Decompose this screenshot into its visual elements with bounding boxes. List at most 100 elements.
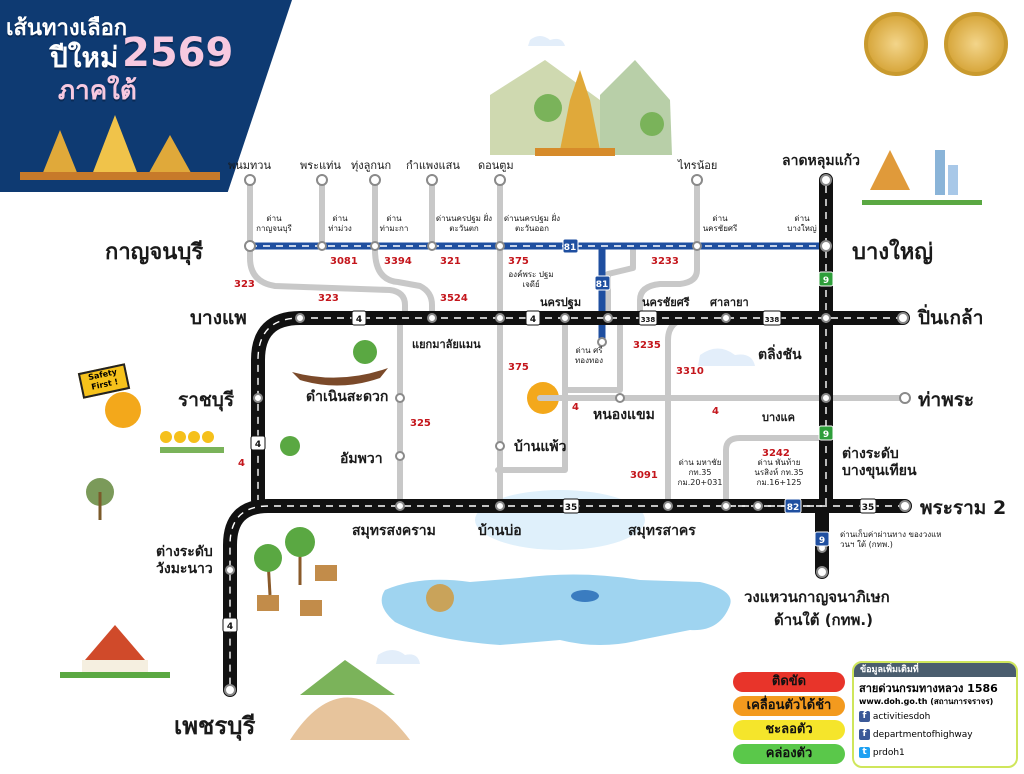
route-3394: 3394 <box>384 256 412 267</box>
shield-81-branch: 81 <box>594 275 611 291</box>
toll-nakhon-pathom-west: ด่านนครปฐม ฝั่งตะวันตก <box>435 214 493 233</box>
info-box: ข้อมูลเพิ่มเติมที่ สายด่วนกรมทางหลวง 158… <box>852 661 1018 768</box>
shield-35-a: 35 <box>562 498 580 514</box>
toll-ring-south: ด่านเก็บค่าผ่านทาง ของวงแหวนฯ ใต้ (กทพ.) <box>840 530 942 549</box>
label-tha-phra: ท่าพระ <box>918 389 975 411</box>
route-375-b: 375 <box>508 362 529 373</box>
label-rama2: พระราม 2 <box>920 497 1007 519</box>
route-375-a: 375 <box>508 256 529 267</box>
label-bang-phae: บางแพ <box>190 307 247 329</box>
label-bang-yai: บางใหญ่ <box>852 240 934 265</box>
svg-text:4: 4 <box>255 440 261 450</box>
svg-text:4: 4 <box>227 622 233 632</box>
label-kamphaeng-saen: กำแพงแสน <box>406 159 460 172</box>
label-kanchanaburi: กาญจนบุรี <box>105 240 204 265</box>
svg-text:4: 4 <box>530 315 536 325</box>
label-don-tum: ดอนตูม <box>478 159 514 172</box>
info-facebook-1[interactable]: f activitiesdoh <box>859 711 930 722</box>
label-bang-khae: บางแค <box>762 411 795 424</box>
shield-35-b: 35 <box>859 498 877 514</box>
shield-9-a: 9 <box>818 271 834 287</box>
label-ban-phaeo: บ้านแพ้ว <box>514 439 567 455</box>
legend-slowing: ชะลอตัว <box>733 720 845 740</box>
svg-text:338: 338 <box>765 316 780 324</box>
info-twitter[interactable]: t prdoh1 <box>859 747 905 758</box>
shield-9-c: 9 <box>814 531 830 547</box>
shield-4-d: 4 <box>222 617 238 633</box>
route-325: 325 <box>410 418 431 429</box>
label-ring-road: วงแหวนกาญจนาภิเษก <box>744 588 890 606</box>
route-3081: 3081 <box>330 256 358 267</box>
route-3524: 3524 <box>440 293 468 304</box>
facebook-icon: f <box>859 729 870 740</box>
svg-text:9: 9 <box>823 276 829 286</box>
label-pagoda: องค์พระ ปฐมเจดีย์ <box>508 270 554 289</box>
info-website[interactable]: www.doh.go.th (สถานการจราจร) <box>859 697 994 706</box>
shield-338-a: 338 <box>638 310 658 326</box>
shield-81-top-text: 81 <box>564 243 577 253</box>
label-phetchaburi: เพชรบุรี <box>174 712 256 740</box>
svg-text:9: 9 <box>819 536 825 546</box>
label-bang-khun-thian: ต่างระดับ บางขุนเทียน <box>842 446 917 479</box>
minor-roads <box>247 177 908 511</box>
temple-illustration <box>20 110 220 180</box>
banner-year: 2569 <box>122 30 234 76</box>
toll-nakhon-pathom-east: ด่านนครปฐม ฝั่งตะวันออก <box>503 214 561 233</box>
route-323-a: 323 <box>234 279 255 290</box>
banner-line1: เส้นทางเลือก <box>6 16 128 41</box>
toll-bang-yai: ด่าน บางใหญ่ <box>787 214 817 233</box>
toll-kanchanaburi: ด่าน กาญจนบุรี <box>256 214 292 233</box>
label-sai-noi: ไทรน้อย <box>678 159 718 172</box>
scenery <box>60 36 982 740</box>
label-lat-lum-kaeo: ลาดหลุมแก้ว <box>782 153 860 169</box>
info-title: ข้อมูลเพิ่มเติมที่ <box>854 663 1016 677</box>
svg-text:35: 35 <box>565 503 578 513</box>
label-ring-south: ด้านใต้ (กทพ.) <box>774 611 873 629</box>
legend-slow-moving: เคลื่อนตัวได้ช้า <box>733 696 845 716</box>
legend-congested: ติดขัด <box>733 672 845 692</box>
info-hotline: สายด่วนกรมทางหลวง 1586 <box>859 682 998 695</box>
toll-phanthai: ด่าน พันท้ายนรสิงห์ กท.35 กม.16+125 <box>754 458 804 487</box>
svg-text:81: 81 <box>596 280 609 290</box>
route-shields: 81 81 9 9 9 4 4 4 4 338 338 35 35 82 <box>222 238 877 633</box>
label-samut-songkhram: สมุทรสงคราม <box>352 523 436 539</box>
label-yaek-malaiman: แยกมาลัยแมน <box>412 338 481 351</box>
label-pinklao: ปิ่นเกล้า <box>918 307 984 329</box>
label-nakhon-chai-si: นครชัยศรี <box>642 296 690 309</box>
label-taling-chan: ตลิ่งชัน <box>758 347 802 363</box>
banner-line3: ภาคใต้ <box>58 76 137 106</box>
label-thung-luk-nok: ทุ่งลูกนก <box>351 159 392 172</box>
label-nakhon-pathom: นครปฐม <box>540 296 582 309</box>
label-ratchaburi: ราชบุรี <box>178 389 235 411</box>
label-wang-manao: ต่างระดับ วังมะนาว <box>156 544 213 577</box>
label-nong-khaem: หนองแขม <box>593 407 655 423</box>
svg-text:82: 82 <box>787 503 800 513</box>
banner-line2: ปีใหม่ <box>50 41 119 74</box>
department-seal-icon <box>864 12 928 76</box>
route-4-a: 4 <box>572 402 579 413</box>
svg-text:9: 9 <box>823 430 829 440</box>
svg-text:4: 4 <box>356 315 362 325</box>
shield-338-b: 338 <box>762 310 782 326</box>
route-4-b: 4 <box>712 406 719 417</box>
shield-4-a: 4 <box>351 310 367 326</box>
toll-nakhon-chai-si: ด่าน นครชัยศรี <box>702 214 738 233</box>
route-321: 321 <box>440 256 461 267</box>
route-323-b: 323 <box>318 293 339 304</box>
shield-4-c: 4 <box>250 435 266 451</box>
svg-text:35: 35 <box>862 503 875 513</box>
route-3242: 3242 <box>762 448 790 459</box>
label-phanom-thuan: พนมทวน <box>228 159 271 172</box>
info-facebook-2[interactable]: f departmentofhighway <box>859 729 973 740</box>
facebook-icon: f <box>859 711 870 722</box>
toll-sri-thong: ด่าน ศรีทองทอง <box>575 346 603 365</box>
label-damnoen-saduak: ดำเนินสะดวก <box>306 389 389 405</box>
toll-tha-muang: ด่าน ท่าม่วง <box>328 214 352 233</box>
ministry-seal-icon <box>944 12 1008 76</box>
route-4-c: 4 <box>238 458 245 469</box>
svg-text:338: 338 <box>641 316 656 324</box>
shield-82: 82 <box>784 498 802 514</box>
route-3091: 3091 <box>630 470 658 481</box>
toll-mahachai: ด่าน มหาชัย กท.35 กม.20+031 <box>677 458 723 487</box>
